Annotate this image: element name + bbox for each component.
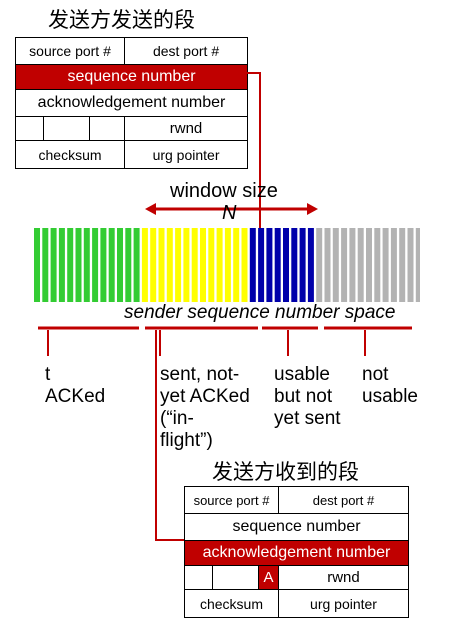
window-size-label: window size [170, 180, 278, 202]
bottom-ack-number-field: acknowledgement number [184, 540, 409, 566]
top-rwnd-field: rwnd [124, 116, 249, 141]
stripe-in-flight [191, 228, 198, 302]
stripe-not-usable [390, 228, 397, 302]
stripe-acked [133, 228, 140, 302]
stripe-acked [92, 228, 99, 302]
top-unused-field [43, 116, 90, 141]
stripe-usable [307, 228, 314, 302]
top-ack-number-field: acknowledgement number [14, 89, 249, 117]
stripe-in-flight [175, 228, 182, 302]
window-arrow-right-head [307, 203, 318, 215]
stripe-in-flight [216, 228, 223, 302]
stripe-in-flight [233, 228, 240, 302]
stripe-not-usable [382, 228, 389, 302]
bottom-segment-header: source port # dest port # sequence numbe… [184, 486, 409, 618]
category-usable-label: usable but not yet sent [274, 364, 341, 429]
top-segment-header: source port # dest port # sequence numbe… [14, 37, 249, 169]
bottom-hdr-len-field [184, 565, 213, 590]
top-sequence-number-field: sequence number [14, 64, 249, 90]
window-n-label: N [222, 202, 237, 224]
stripe-not-usable [324, 228, 331, 302]
stripe-not-usable [374, 228, 381, 302]
stripe-in-flight [241, 228, 248, 302]
stripe-in-flight [150, 228, 157, 302]
stripe-not-usable [341, 228, 348, 302]
bottom-urg-pointer-field: urg pointer [278, 589, 409, 618]
stripe-acked [100, 228, 107, 302]
stripe-usable [283, 228, 289, 302]
bottom-sequence-number-field: sequence number [184, 513, 409, 541]
stripe-not-usable [399, 228, 406, 302]
category-not-usable-label: not usable [362, 364, 418, 407]
stripe-acked [42, 228, 49, 302]
category-in-flight-label: sent, not- yet ACKed (“in- flight”) [160, 364, 250, 451]
bottom-dest-port-field: dest port # [278, 486, 409, 514]
stripe-acked [50, 228, 57, 302]
stripe-not-usable [366, 228, 372, 302]
bottom-unused-field [212, 565, 259, 590]
stripe-acked [83, 228, 90, 302]
stripe-acked [108, 228, 115, 302]
top-checksum-field: checksum [14, 140, 126, 169]
stripe-in-flight [224, 228, 231, 302]
stripe-not-usable [316, 228, 323, 302]
bottom-source-port-field: source port # [184, 486, 279, 514]
stripe-acked [75, 228, 82, 302]
stripe-usable [291, 228, 298, 302]
stripe-in-flight [141, 228, 148, 302]
sequence-space-bar [34, 228, 420, 302]
stripe-not-usable [357, 228, 364, 302]
stripe-usable [299, 228, 306, 302]
top-dest-port-field: dest port # [124, 37, 249, 65]
stripe-not-usable [332, 228, 339, 302]
bottom-rwnd-field: rwnd [278, 565, 409, 590]
stripe-usable [266, 228, 273, 302]
stripe-in-flight [208, 228, 215, 302]
stripe-in-flight [166, 228, 173, 302]
stripe-in-flight [158, 228, 165, 302]
stripe-not-usable [407, 228, 414, 302]
stripe-not-usable [349, 228, 356, 302]
stripe-acked [34, 228, 40, 302]
stripe-usable [258, 228, 265, 302]
seq-number-connector [247, 72, 261, 232]
top-segment-title: 发送方发送的段 [48, 8, 195, 32]
stripe-acked [117, 228, 123, 302]
stripe-acked [67, 228, 74, 302]
stripe-acked [125, 228, 132, 302]
top-source-port-field: source port # [14, 37, 126, 65]
stripe-usable [274, 228, 281, 302]
stripe-in-flight [200, 228, 206, 302]
bottom-checksum-field: checksum [184, 589, 279, 618]
top-urg-pointer-field: urg pointer [124, 140, 249, 169]
ack-number-connector [155, 330, 184, 541]
stripe-in-flight [183, 228, 190, 302]
category-acked-label: t ACKed [45, 364, 106, 407]
sequence-space-axis-label: sender sequence number space [124, 302, 396, 323]
bottom-segment-title: 发送方收到的段 [212, 460, 359, 484]
window-arrow-left-head [145, 203, 156, 215]
stripe-usable [249, 228, 256, 302]
bottom-ack-flag-field: A [258, 565, 279, 590]
stripe-acked [58, 228, 65, 302]
stripe-not-usable [415, 228, 420, 302]
